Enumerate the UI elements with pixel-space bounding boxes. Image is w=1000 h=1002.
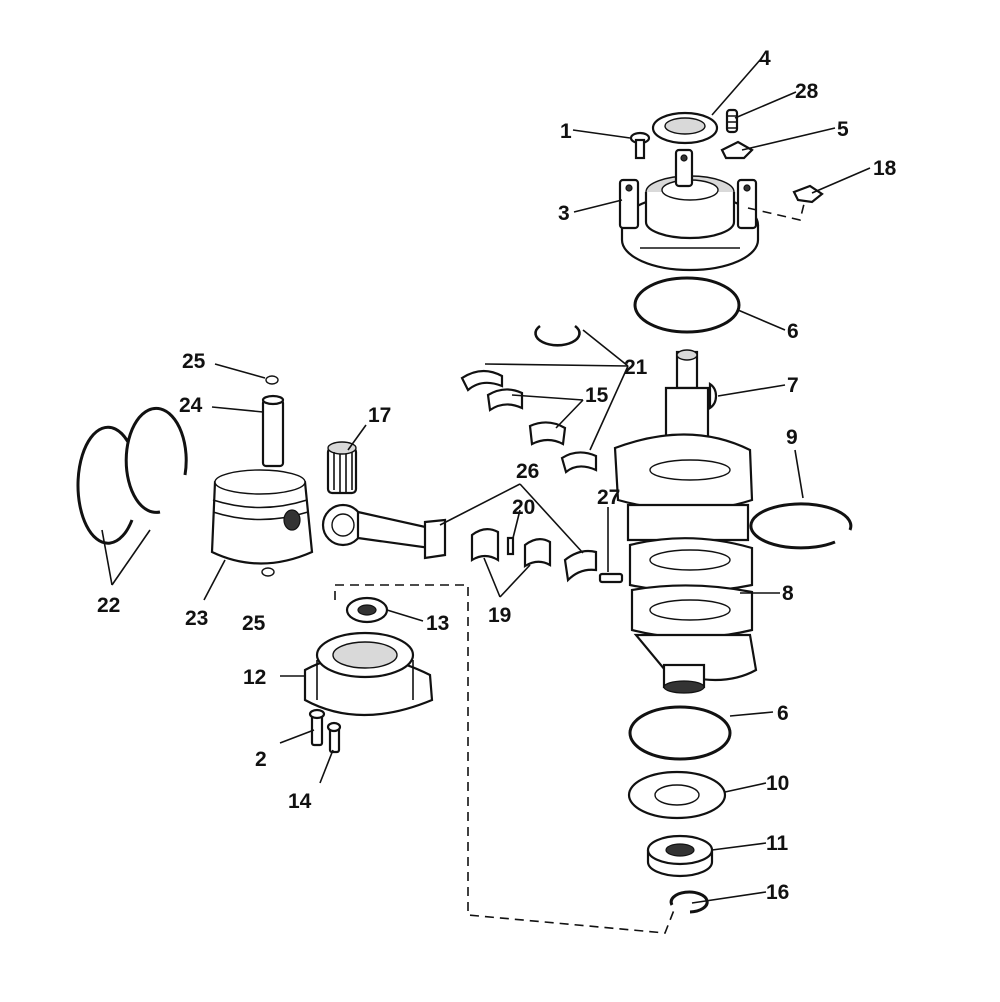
needle-bearing-part-17 [326, 441, 358, 495]
screw-part-27 [598, 572, 624, 584]
label-13: 13 [426, 612, 449, 635]
label-14: 14 [288, 790, 312, 813]
retainer-part-25-lower [261, 567, 275, 577]
bearing-cages-part-19 [470, 528, 552, 568]
label-10: 10 [766, 772, 789, 795]
crankshaft-part-8 [613, 349, 758, 694]
label-23: 23 [185, 607, 208, 630]
bearing-half-part-21-a [460, 369, 504, 392]
seal-part-4 [651, 111, 719, 145]
retainer-part-25-upper [265, 375, 279, 385]
label-1: 1 [560, 120, 572, 143]
label-27: 27 [597, 486, 620, 509]
piston-ring-part-22-a [76, 425, 137, 545]
label-12: 12 [243, 666, 266, 689]
label-8: 8 [782, 582, 794, 605]
label-6-lower: 6 [777, 702, 789, 725]
label-28: 28 [795, 80, 819, 103]
piston-pin-part-24 [261, 394, 285, 468]
pin-part-20 [506, 536, 515, 556]
screw-part-1 [629, 131, 651, 160]
clip-part-18 [747, 184, 824, 221]
label-3: 3 [558, 202, 570, 225]
label-5: 5 [837, 118, 849, 141]
clip-part-5 [720, 140, 754, 160]
key-part-7 [708, 381, 718, 411]
label-24: 24 [179, 394, 203, 417]
o-ring-part-6-lower [628, 705, 732, 761]
label-11: 11 [766, 832, 789, 855]
label-9: 9 [786, 426, 798, 449]
label-2: 2 [255, 748, 267, 771]
label-25-upper: 25 [182, 350, 206, 373]
pin-part-28 [725, 108, 739, 134]
label-26: 26 [516, 460, 539, 483]
label-19: 19 [488, 604, 511, 627]
dashed-assembly-line [334, 584, 675, 934]
label-18: 18 [873, 157, 897, 180]
label-21: 21 [624, 356, 648, 379]
o-ring-part-6-upper [633, 276, 741, 334]
connecting-rod [321, 503, 447, 560]
lower-bearing-housing-part-12 [303, 631, 434, 717]
label-17: 17 [368, 404, 391, 427]
bearing-half-part-21-b [560, 451, 598, 474]
label-16: 16 [766, 881, 789, 904]
ball-bearing-part-11 [646, 834, 714, 878]
label-22: 22 [97, 594, 120, 617]
callout-labels: 1 4 28 5 18 3 6 21 7 15 9 17 25 24 26 27… [97, 47, 897, 904]
retaining-ring-part-9 [749, 502, 853, 550]
upper-bearing-housing [618, 148, 760, 272]
thrust-washer-part-10 [627, 770, 727, 820]
piston-part-23 [210, 469, 314, 565]
label-6-upper: 6 [787, 320, 799, 343]
label-7: 7 [787, 374, 799, 397]
label-20: 20 [512, 496, 535, 519]
snap-ring-part-21 [534, 324, 581, 347]
screws-parts-2-14 [308, 708, 342, 754]
label-25-lower: 25 [242, 612, 266, 635]
leader-lines [101, 59, 871, 904]
label-4: 4 [759, 47, 771, 70]
piston-ring-part-22-b [124, 406, 188, 514]
seal-part-13 [345, 596, 389, 624]
rod-cap-part-26 [563, 549, 598, 583]
snap-ring-part-16 [669, 890, 709, 914]
label-15: 15 [585, 384, 609, 407]
